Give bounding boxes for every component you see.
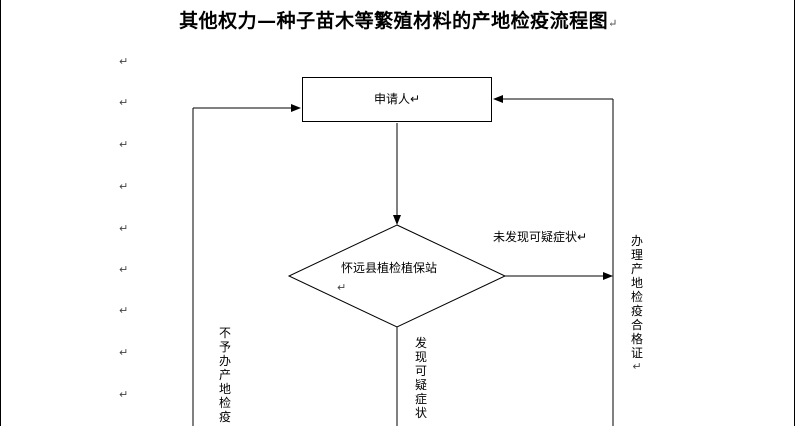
issue-certificate-label: 办理产地检疫合格证 <box>630 234 643 360</box>
paragraph-mark: ↵ <box>119 180 129 193</box>
document-title: 其他权力—种子苗木等繁殖材料的产地检疫流程图↵ <box>179 10 618 32</box>
station-label: 怀远县植检植保站 <box>341 261 438 275</box>
applicant-label: 申请人↵ <box>373 92 421 106</box>
paragraph-mark: ↵ <box>119 138 129 151</box>
paragraph-mark: ↵ <box>119 96 129 109</box>
applicant-box <box>302 77 492 122</box>
paragraph-mark: ↵ <box>119 388 129 401</box>
page-margin-right <box>794 0 795 426</box>
station-paragraph-mark: ↵ <box>337 281 347 294</box>
paragraph-mark: ↵ <box>119 55 129 68</box>
not-found-label: 未发现可疑症状↵ <box>493 230 588 244</box>
paragraph-mark: ↵ <box>119 263 129 276</box>
found-label: 发现可疑症状 <box>414 336 427 420</box>
not-issue-label: 不予办产地检疫 <box>218 326 231 424</box>
paragraph-mark: ↵ <box>119 304 129 317</box>
paragraph-mark: ↵ <box>119 222 129 235</box>
issue-certificate-mark: ↵ <box>632 360 642 373</box>
decision-diamond <box>287 224 507 328</box>
paragraph-mark: ↵ <box>119 346 129 359</box>
page-margin-left <box>0 0 1 426</box>
